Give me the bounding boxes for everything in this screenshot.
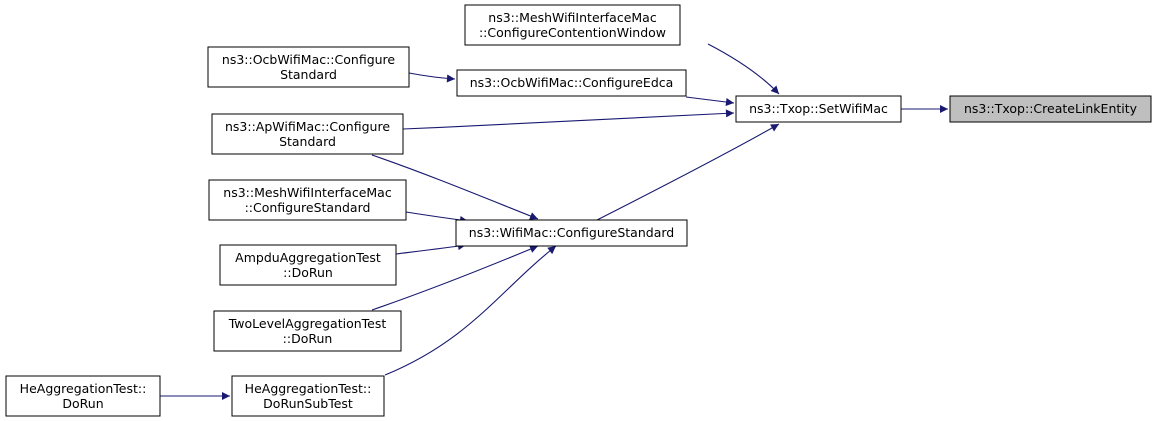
node-label-line1: ns3::OcbWifiMac::Configure [222,52,396,67]
node-label-line1: ns3::MeshWifiInterfaceMac [488,10,657,25]
node-ocbwifimac-configurestandard[interactable]: ns3::OcbWifiMac::Configure Standard [207,46,410,88]
edge-apconfigurestandard-to-wificonfigurestandard [371,154,539,220]
node-label-line2: ::DoRun [283,331,333,346]
node-label-line1: HeAggregationTest:: [245,381,372,396]
node-label-line1: TwoLevelAggregationTest [228,316,387,331]
node-meshwifiinterfacemac-configurestandard[interactable]: ns3::MeshWifiInterfaceMac ::ConfigureSta… [208,179,407,221]
edge-hesubtest-to-wificonfigurestandard [384,245,557,376]
node-label: ns3::OcbWifiMac::ConfigureEdca [470,75,674,90]
nodes-layer: ns3::Txop::CreateLinkEntity ns3::Txop::S… [5,4,1152,417]
node-heaggregationtest-dorun[interactable]: HeAggregationTest:: DoRun [5,375,161,417]
node-label-line2: Standard [279,134,336,149]
node-heaggregationtest-dorunsubtest[interactable]: HeAggregationTest:: DoRunSubTest [231,375,385,417]
node-apwifimac-configurestandard[interactable]: ns3::ApWifiMac::Configure Standard [211,113,404,155]
edge-wificonfigurestandard-to-setwifimac [596,123,780,221]
node-ampduaggregationtest-dorun[interactable]: AmpduAggregationTest ::DoRun [219,244,397,286]
node-label-line2: Standard [280,67,337,82]
node-label: ns3::WifiMac::ConfigureStandard [469,225,674,240]
node-label-line2: ::ConfigureContentionWindow [479,25,666,40]
node-txop-createlinkentity[interactable]: ns3::Txop::CreateLinkEntity [949,95,1152,123]
node-wifimac-configurestandard[interactable]: ns3::WifiMac::ConfigureStandard [455,219,688,247]
edge-ocbconfigurestandard-to-ocbconfigureedca [408,72,456,83]
node-label-line1: ns3::MeshWifiInterfaceMac [223,185,392,200]
node-label-line2: ::DoRun [283,265,333,280]
edge-twoleveldorun-to-wificonfigurestandard [371,245,539,311]
node-label-line1: AmpduAggregationTest [235,250,381,265]
node-label: ns3::Txop::SetWifiMac [749,101,888,116]
node-ocbwifimac-configureedca[interactable]: ns3::OcbWifiMac::ConfigureEdca [456,69,687,97]
node-txop-setwifimac[interactable]: ns3::Txop::SetWifiMac [735,95,902,123]
node-label: ns3::Txop::CreateLinkEntity [964,101,1138,116]
node-label-line2: DoRunSubTest [263,396,353,411]
node-label-line1: ns3::ApWifiMac::Configure [225,119,390,134]
edge-meshcontentionwindow-to-setwifimac [707,43,780,95]
node-meshwifiinterfacemac-configurecontentionwindow[interactable]: ns3::MeshWifiInterfaceMac ::ConfigureCon… [464,4,681,46]
node-label-line2: DoRun [62,396,103,411]
node-twolevelaggregationtest-dorun[interactable]: TwoLevelAggregationTest ::DoRun [213,310,402,352]
edges-layer [160,43,948,400]
node-label-line1: HeAggregationTest:: [20,381,147,396]
edge-ocbconfigureedca-to-setwifimac [685,96,735,106]
node-label-line2: ::ConfigureStandard [245,200,371,215]
edge-apconfigurestandard-to-setwifimac [402,109,735,130]
